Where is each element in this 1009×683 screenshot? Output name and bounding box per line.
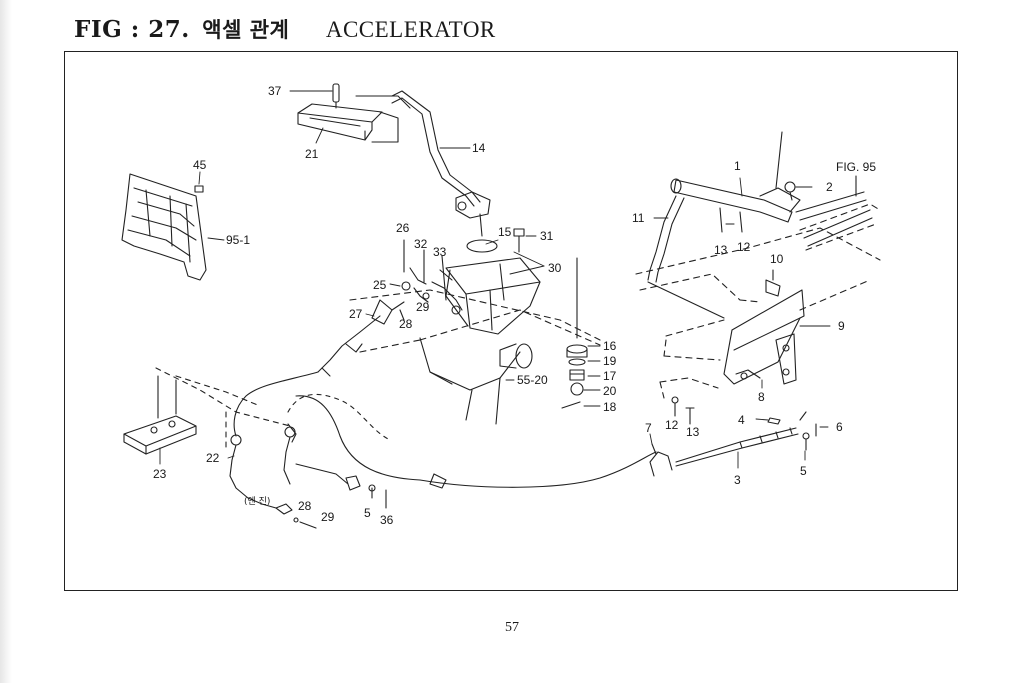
- callout-17: 17: [603, 369, 617, 383]
- callout-8: 8: [758, 390, 765, 404]
- callout-engine: (엔 진): [244, 496, 270, 507]
- callout-29a: 29: [416, 300, 430, 314]
- stopper-stack: [561, 257, 588, 409]
- part-95-1-panel: [121, 173, 207, 281]
- part-1-shaft: [670, 131, 801, 233]
- callout-3: 3: [734, 473, 741, 487]
- cable-dash-lines: [287, 393, 391, 441]
- callout-1: 1: [734, 159, 741, 173]
- callout-12b: 12: [665, 418, 679, 432]
- callout-31: 31: [540, 229, 554, 243]
- callout-36: 36: [380, 513, 394, 527]
- callout-13b: 13: [686, 425, 700, 439]
- callout-19: 19: [603, 354, 617, 368]
- floor-panel-right: [635, 203, 881, 399]
- callout-28a: 28: [399, 317, 413, 331]
- callout-37: 37: [268, 84, 282, 98]
- callout-9: 9: [838, 319, 845, 333]
- floor-panel-center: [349, 289, 601, 353]
- dash-bracket-23: [155, 367, 291, 449]
- scan-edge: [0, 0, 12, 683]
- title-english: ACCELERATOR: [325, 17, 496, 42]
- callout-30: 30: [548, 261, 562, 275]
- callout-20a: 20: [603, 384, 617, 398]
- callout-6: 6: [836, 420, 843, 434]
- callout-28b: 28: [298, 499, 312, 513]
- callout-5a: 5: [800, 464, 807, 478]
- callout-13a: 13: [714, 243, 728, 257]
- page-number: 57: [505, 620, 519, 635]
- part-21-pedal-pad: [297, 95, 411, 143]
- callout-32: 32: [414, 237, 428, 251]
- callout-5b: 5: [364, 506, 371, 520]
- callout-29b: 29: [321, 510, 335, 524]
- bracket-55-20: [419, 337, 533, 425]
- callout-95-1: 95-1: [226, 233, 250, 247]
- pedal-base-plate: [445, 239, 541, 335]
- part-22-cable-end: [229, 423, 387, 529]
- callout-7: 7: [645, 421, 652, 435]
- callout-22: 22: [206, 451, 220, 465]
- linkage-assembly: [371, 239, 463, 325]
- part-7-clip: [649, 443, 673, 477]
- callout-45: 45: [193, 158, 207, 172]
- callout-23: 23: [153, 467, 167, 481]
- part-37-pin: [332, 83, 340, 109]
- callout-labels: 37 21 14 45 95-1 26 32 33 15 31 30 25 29…: [153, 84, 876, 527]
- callout-25: 25: [373, 278, 387, 292]
- page-title: FIG : 27. 액셀 관계 ACCELERATOR: [74, 14, 496, 44]
- callout-21: 21: [305, 147, 319, 161]
- callout-18: 18: [603, 400, 617, 414]
- callout-26: 26: [396, 221, 410, 235]
- callout-15: 15: [498, 225, 512, 239]
- diagram-frame: [64, 51, 958, 591]
- accelerator-cable: [233, 315, 657, 489]
- callout-2: 2: [826, 180, 833, 194]
- title-korean: 액셀 관계: [202, 18, 290, 42]
- callout-fig-95: FIG. 95: [836, 160, 876, 174]
- part-23-plate: [123, 375, 197, 455]
- callout-33: 33: [433, 245, 447, 259]
- callout-12a: 12: [737, 240, 751, 254]
- part-14-pedal-arm: [391, 90, 491, 237]
- callout-55-20: 55-20: [517, 373, 548, 387]
- part-15-bolt: [513, 228, 525, 253]
- callout-10: 10: [770, 252, 784, 266]
- fig-95-pipes: [795, 175, 873, 247]
- callout-11: 11: [632, 211, 645, 225]
- part-3-cable-end-rod: [675, 411, 817, 467]
- callout-16: 16: [603, 339, 617, 353]
- figure-number: FIG : 27.: [74, 16, 190, 43]
- leader-lines: [159, 90, 831, 469]
- part-11-link-rod: [647, 195, 725, 319]
- parts-12-13-fasteners: [671, 396, 695, 425]
- callout-14: 14: [472, 141, 486, 155]
- part-45-bolt: [194, 185, 204, 193]
- part-9-bracket: [723, 269, 805, 385]
- callout-27: 27: [349, 307, 363, 321]
- callout-4: 4: [738, 413, 745, 427]
